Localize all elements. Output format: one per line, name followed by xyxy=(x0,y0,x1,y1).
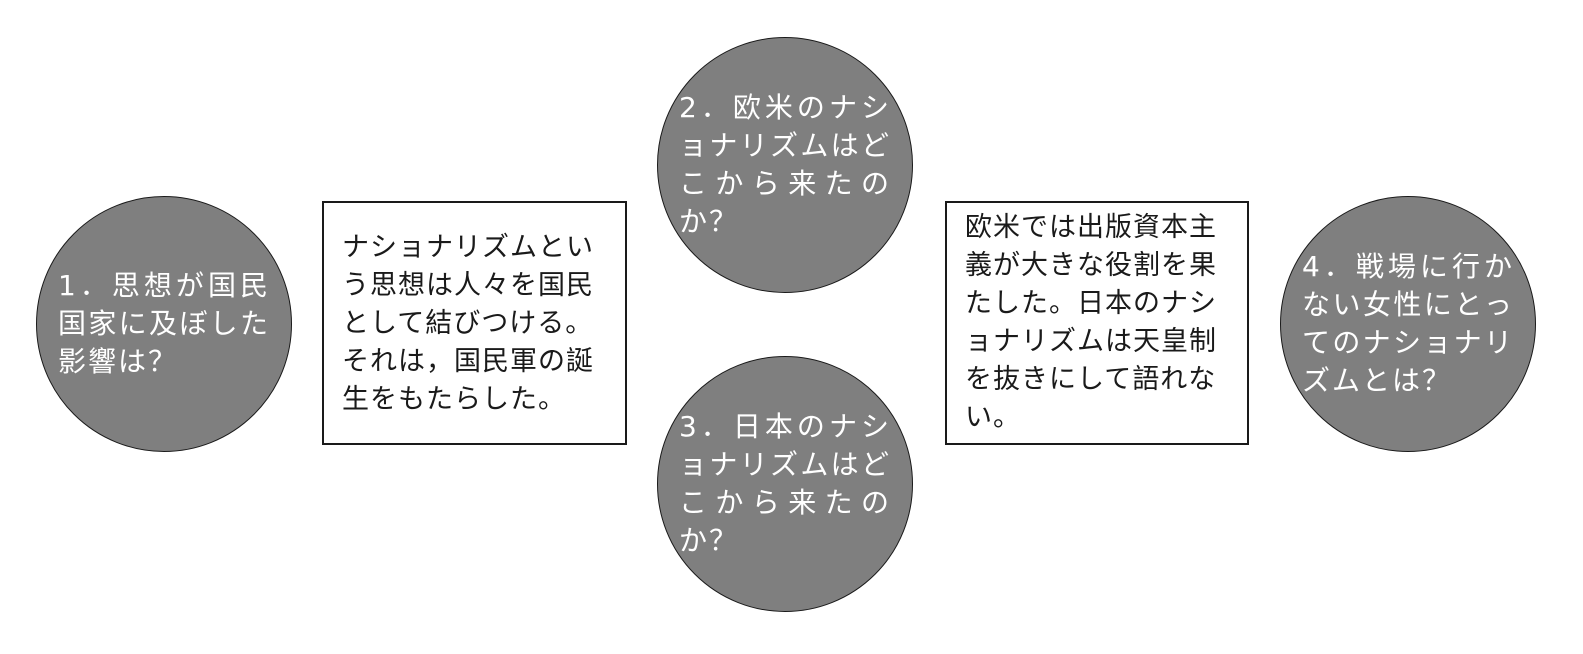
topic-circle-2-label: 2．欧米のナショナリズムはどこから来たのか？ xyxy=(679,91,891,238)
topic-circle-4: 4．戦場に行かない女性にとってのナショナリズムとは？ xyxy=(1280,196,1536,452)
topic-circle-1-label: 1．思想が国民国家に及ぼした影響は？ xyxy=(58,269,270,378)
note-box-1-text: ナショナリズムという思想は人々を国民として結びつける。それは，国民軍の誕生をもた… xyxy=(342,232,594,415)
topic-circle-3-label: 3．日本のナショナリズムはどこから来たのか？ xyxy=(679,410,891,557)
topic-circle-3: 3．日本のナショナリズムはどこから来たのか？ xyxy=(657,356,913,612)
topic-circle-1: 1．思想が国民国家に及ぼした影響は？ xyxy=(36,196,292,452)
topic-circle-2: 2．欧米のナショナリズムはどこから来たのか？ xyxy=(657,37,913,293)
note-box-2: 欧米では出版資本主義が大きな役割を果たした。日本のナショナリズムは天皇制を抜きに… xyxy=(945,201,1249,445)
topic-circle-4-label: 4．戦場に行かない女性にとってのナショナリズムとは？ xyxy=(1302,250,1514,397)
note-box-2-text: 欧米では出版資本主義が大きな役割を果たした。日本のナショナリズムは天皇制を抜きに… xyxy=(965,212,1217,433)
note-box-1: ナショナリズムという思想は人々を国民として結びつける。それは，国民軍の誕生をもた… xyxy=(322,201,627,445)
